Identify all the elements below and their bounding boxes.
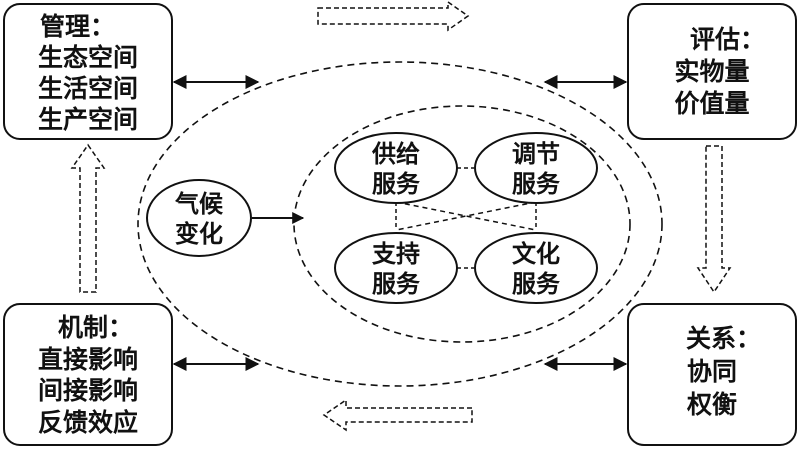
mechanism-box: 机制： 直接影响 间接影响 反馈效应 [3, 303, 173, 446]
dashed-arrow-top-right [317, 0, 470, 32]
dashed-arrow-bottom-left [322, 398, 473, 432]
climate-change-node: 气候 变化 [146, 179, 252, 257]
mechanism-item-2: 间接影响 [38, 376, 138, 405]
climate-line2: 变化 [175, 220, 223, 248]
evaluation-item-1: 实物量 [674, 57, 749, 86]
mechanism-item-1: 直接影响 [38, 345, 138, 374]
cultural-service-node: 文化 服务 [474, 232, 598, 304]
outer-dashed-ellipse [137, 61, 663, 387]
management-item-3: 生产空间 [38, 105, 138, 134]
relation-item-1: 协同 [687, 357, 737, 386]
link-regulating-support [395, 201, 537, 231]
supply-line1: 供给 [371, 140, 420, 168]
relation-item-2: 权衡 [686, 390, 737, 419]
dashed-arrow-right-down [696, 145, 732, 294]
support-line2: 服务 [372, 270, 421, 298]
relation-box: 关系： 协同 权衡 [627, 303, 797, 446]
dashed-arrow-left-up [70, 143, 106, 293]
management-item-1: 生态空间 [38, 43, 138, 72]
supply-line2: 服务 [372, 170, 421, 198]
regulating-line1: 调节 [512, 140, 560, 168]
evaluation-title: 评估： [690, 25, 765, 54]
supply-service-node: 供给 服务 [334, 132, 458, 204]
support-line1: 支持 [372, 240, 420, 268]
inner-dashed-ellipse [293, 105, 631, 343]
regulating-service-node: 调节 服务 [474, 132, 598, 204]
mechanism-title: 机制： [58, 313, 133, 342]
management-box: 管理： 生态空间 生活空间 生产空间 [3, 3, 173, 140]
link-supply-cultural [395, 201, 537, 231]
management-title: 管理： [40, 12, 115, 41]
support-service-node: 支持 服务 [334, 232, 458, 304]
cultural-line1: 文化 [512, 240, 560, 268]
cultural-line2: 服务 [512, 270, 561, 298]
mechanism-item-3: 反馈效应 [38, 408, 138, 437]
management-item-2: 生活空间 [38, 74, 138, 103]
evaluation-box: 评估： 实物量 价值量 [627, 3, 797, 140]
relation-title: 关系： [686, 324, 761, 353]
climate-line1: 气候 [174, 190, 224, 218]
evaluation-item-2: 价值量 [674, 89, 749, 118]
regulating-line2: 服务 [512, 170, 561, 198]
